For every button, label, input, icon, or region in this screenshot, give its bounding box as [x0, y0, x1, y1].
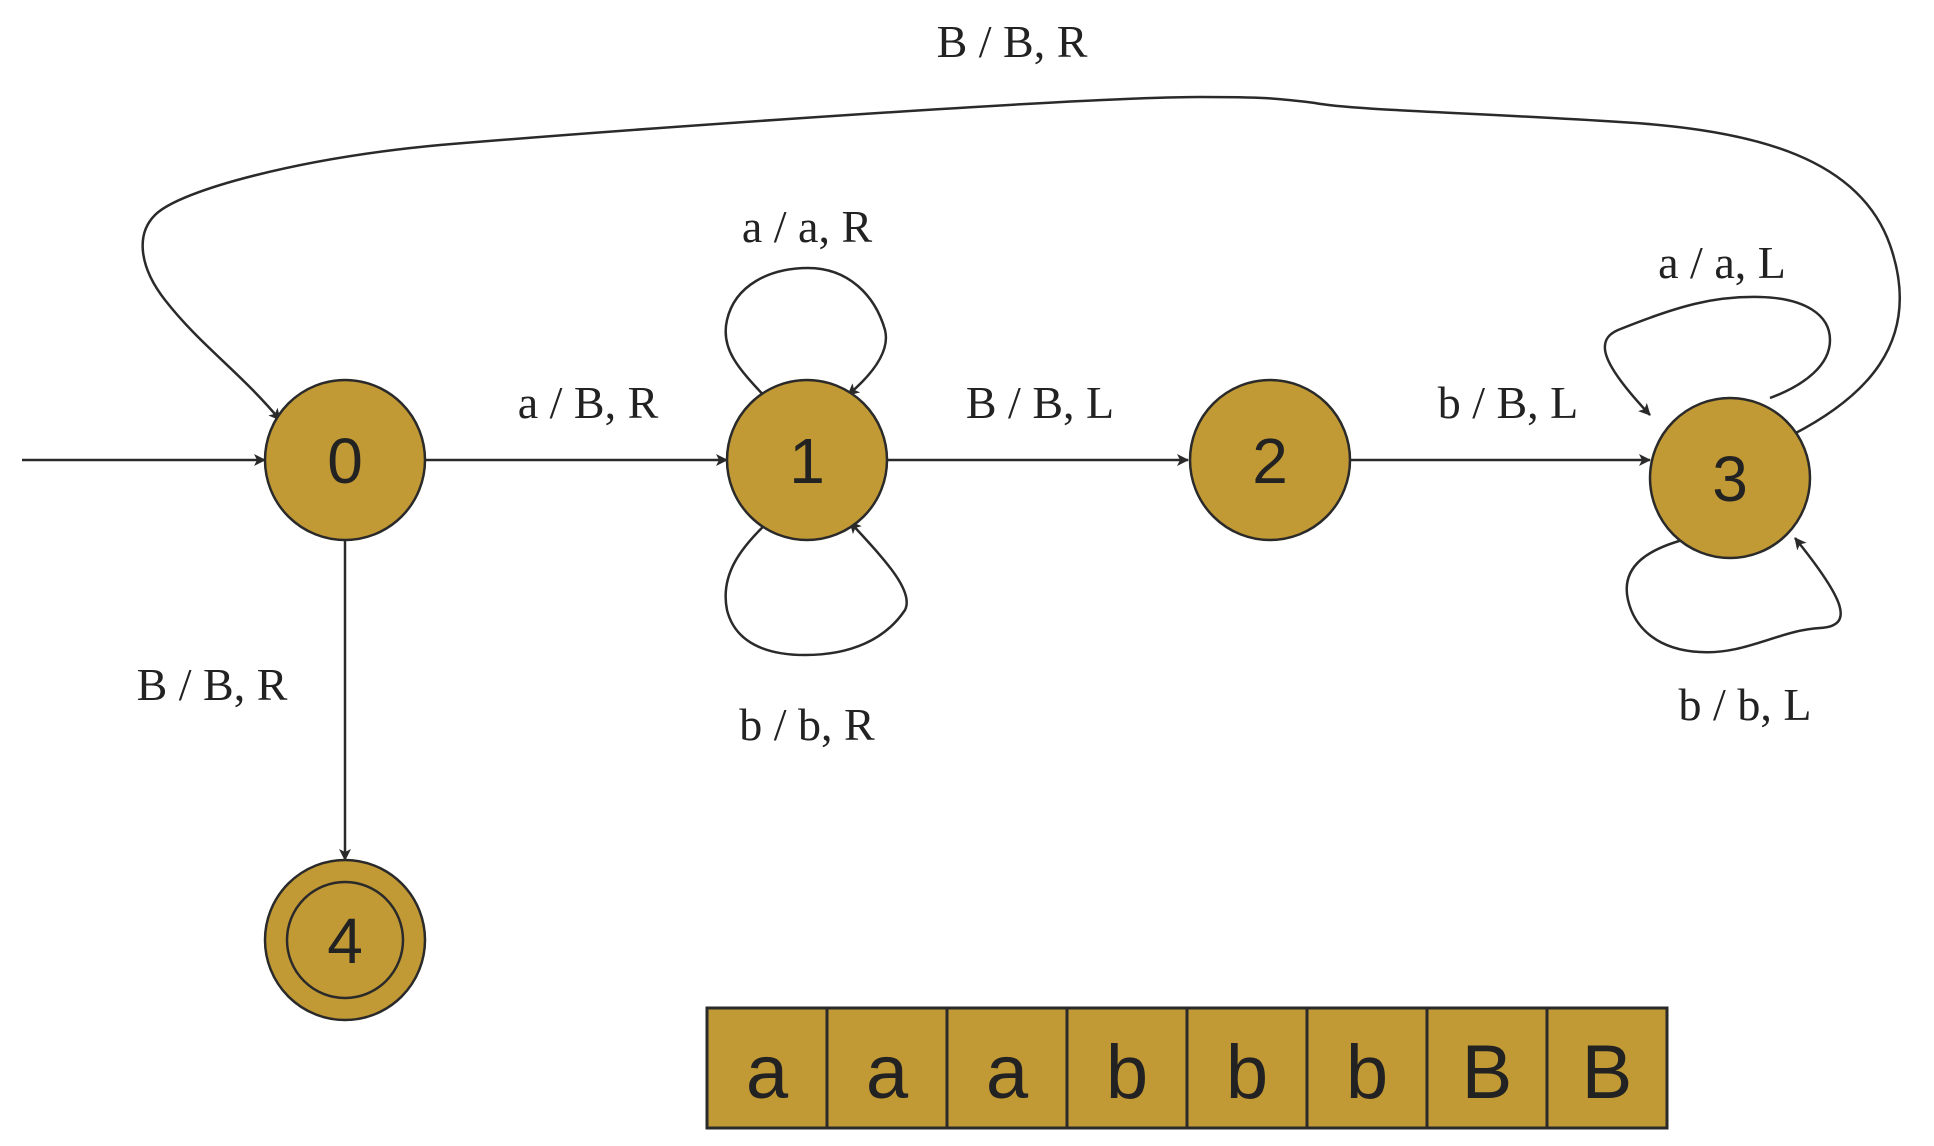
edge-label-3-loop-bottom: b / b, L [1679, 679, 1812, 730]
edge-label-3-loop-top: a / a, L [1658, 237, 1786, 288]
edge-label-1-loop-bottom: b / b, R [739, 699, 875, 750]
tape-cell: a [945, 1006, 1069, 1130]
tape-symbol: a [746, 1030, 789, 1115]
tape-cell: a [825, 1006, 949, 1130]
tape-cell: B [1425, 1006, 1549, 1130]
edge-3-loop-top [1603, 295, 1832, 416]
state-0-label: 0 [327, 425, 363, 497]
state-3: 3 [1648, 396, 1812, 560]
edge-label-3-0: B / B, R [937, 16, 1088, 67]
edge-label-1-loop-top: a / a, R [742, 201, 873, 252]
edge-label-1-2: B / B, L [966, 377, 1114, 428]
state-4-accepting: 4 [263, 858, 427, 1022]
state-1-label: 1 [789, 425, 825, 497]
tape-cell: B [1545, 1006, 1669, 1130]
tape-symbol: B [1462, 1030, 1513, 1115]
tape-symbol: b [1226, 1030, 1268, 1115]
tape-symbol: b [1106, 1030, 1148, 1115]
tape-cell: a [705, 1006, 829, 1130]
state-3-label: 3 [1712, 443, 1748, 515]
edge-3-0 [141, 95, 1901, 437]
edge-1-loop-top [724, 266, 888, 401]
tape-cell: b [1305, 1006, 1429, 1130]
state-2-label: 2 [1252, 425, 1288, 497]
edge-3-loop-bottom [1625, 536, 1842, 654]
edge-label-2-3: b / B, L [1438, 377, 1579, 428]
tape-symbol: b [1346, 1030, 1388, 1115]
tape-symbol: B [1582, 1030, 1633, 1115]
state-0: 0 [263, 378, 427, 542]
tape-symbol: a [986, 1030, 1029, 1115]
state-4-label: 4 [327, 905, 363, 977]
tape-cell: b [1065, 1006, 1189, 1130]
edge-label-0-1: a / B, R [518, 377, 659, 428]
tape-symbol: a [866, 1030, 909, 1115]
edge-label-0-4: B / B, R [137, 659, 288, 710]
tape-cell: b [1185, 1006, 1309, 1130]
state-1: 1 [725, 378, 889, 542]
edge-1-loop-bottom [724, 519, 908, 657]
state-2: 2 [1188, 378, 1352, 542]
